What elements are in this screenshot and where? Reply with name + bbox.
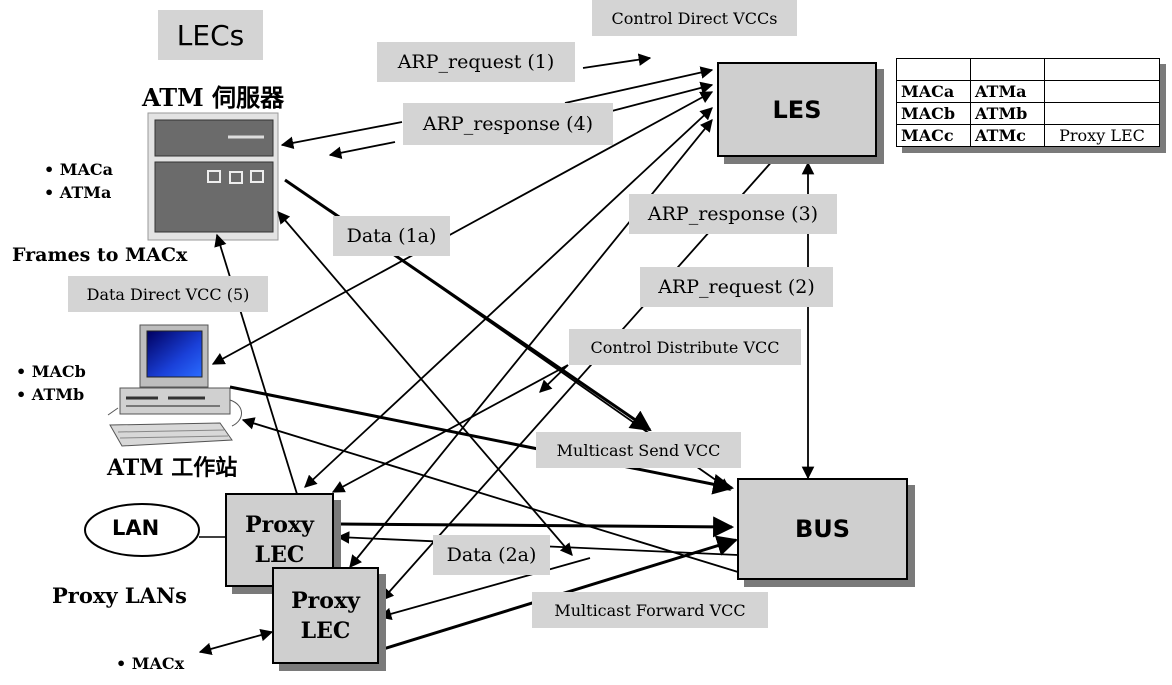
table-row: MACa ATMa (896, 80, 1160, 103)
proxy-lec-box-1: Proxy LEC (225, 493, 334, 587)
les-box: LES (717, 62, 877, 157)
control-direct-label: Control Direct VCCs (592, 0, 797, 36)
table-cell: ATMa (970, 80, 1045, 103)
proxy-lec-2-label: Proxy LEC (291, 587, 360, 644)
proxy-lec-1-label: Proxy LEC (245, 512, 314, 568)
arp-request-2-label: ARP_request (2) (640, 267, 833, 307)
bus-box: BUS (737, 478, 908, 580)
table-cell: MACb (896, 102, 971, 125)
lan-label: LAN (112, 516, 160, 540)
control-distribute-label: Control Distribute VCC (569, 329, 801, 365)
table-cell: Proxy LEC (1044, 124, 1160, 147)
arp-response-3-label: ARP_response (3) (629, 194, 837, 234)
lan-ellipse (84, 503, 200, 557)
multicast-forward-label: Multicast Forward VCC (532, 592, 768, 628)
server-atm-bullet: • ATMa (44, 183, 112, 202)
table-cell (896, 58, 971, 81)
arp-table: MACa ATMa MACb ATMb MACc ATMc Proxy LEC (896, 58, 1160, 147)
les-label: LES (772, 95, 822, 124)
table-row (896, 58, 1160, 81)
data-1a-label: Data (1a) (333, 216, 450, 256)
table-cell (1044, 102, 1160, 125)
table-cell (1044, 80, 1160, 103)
arp-response-4-label: ARP_response (4) (403, 103, 613, 145)
data-2a-label: Data (2a) (433, 535, 550, 575)
workstation-atm-bullet: • ATMb (16, 385, 85, 404)
frames-to-macx-label: Frames to MACx (12, 244, 188, 266)
table-cell: MACc (896, 124, 971, 147)
arp-request-1-label: ARP_request (1) (377, 42, 575, 82)
workstation-mac-bullet: • MACb (16, 362, 86, 381)
lecs-title: LECs (158, 10, 263, 60)
bus-label: BUS (794, 515, 851, 543)
table-cell (1044, 58, 1160, 81)
atm-server-label: ATM 伺服器 (142, 83, 285, 112)
atm-server-icon (147, 112, 279, 241)
data-direct-5-label: Data Direct VCC (5) (68, 276, 268, 312)
multicast-send-label: Multicast Send VCC (536, 432, 741, 468)
atm-workstation-label: ATM 工作站 (107, 455, 238, 481)
table-row: MACb ATMb (896, 102, 1160, 125)
table-cell (970, 58, 1045, 81)
proxy-lans-label: Proxy LANs (52, 583, 187, 608)
table-cell: ATMc (970, 124, 1045, 147)
atm-workstation-icon (107, 324, 242, 447)
table-cell: MACa (896, 80, 971, 103)
server-mac-bullet: • MACa (44, 160, 114, 179)
macx-bullet: • MACx (116, 654, 185, 673)
table-cell: ATMb (970, 102, 1045, 125)
proxy-lec-box-2: Proxy LEC (272, 567, 379, 664)
table-row: MACc ATMc Proxy LEC (896, 124, 1160, 147)
